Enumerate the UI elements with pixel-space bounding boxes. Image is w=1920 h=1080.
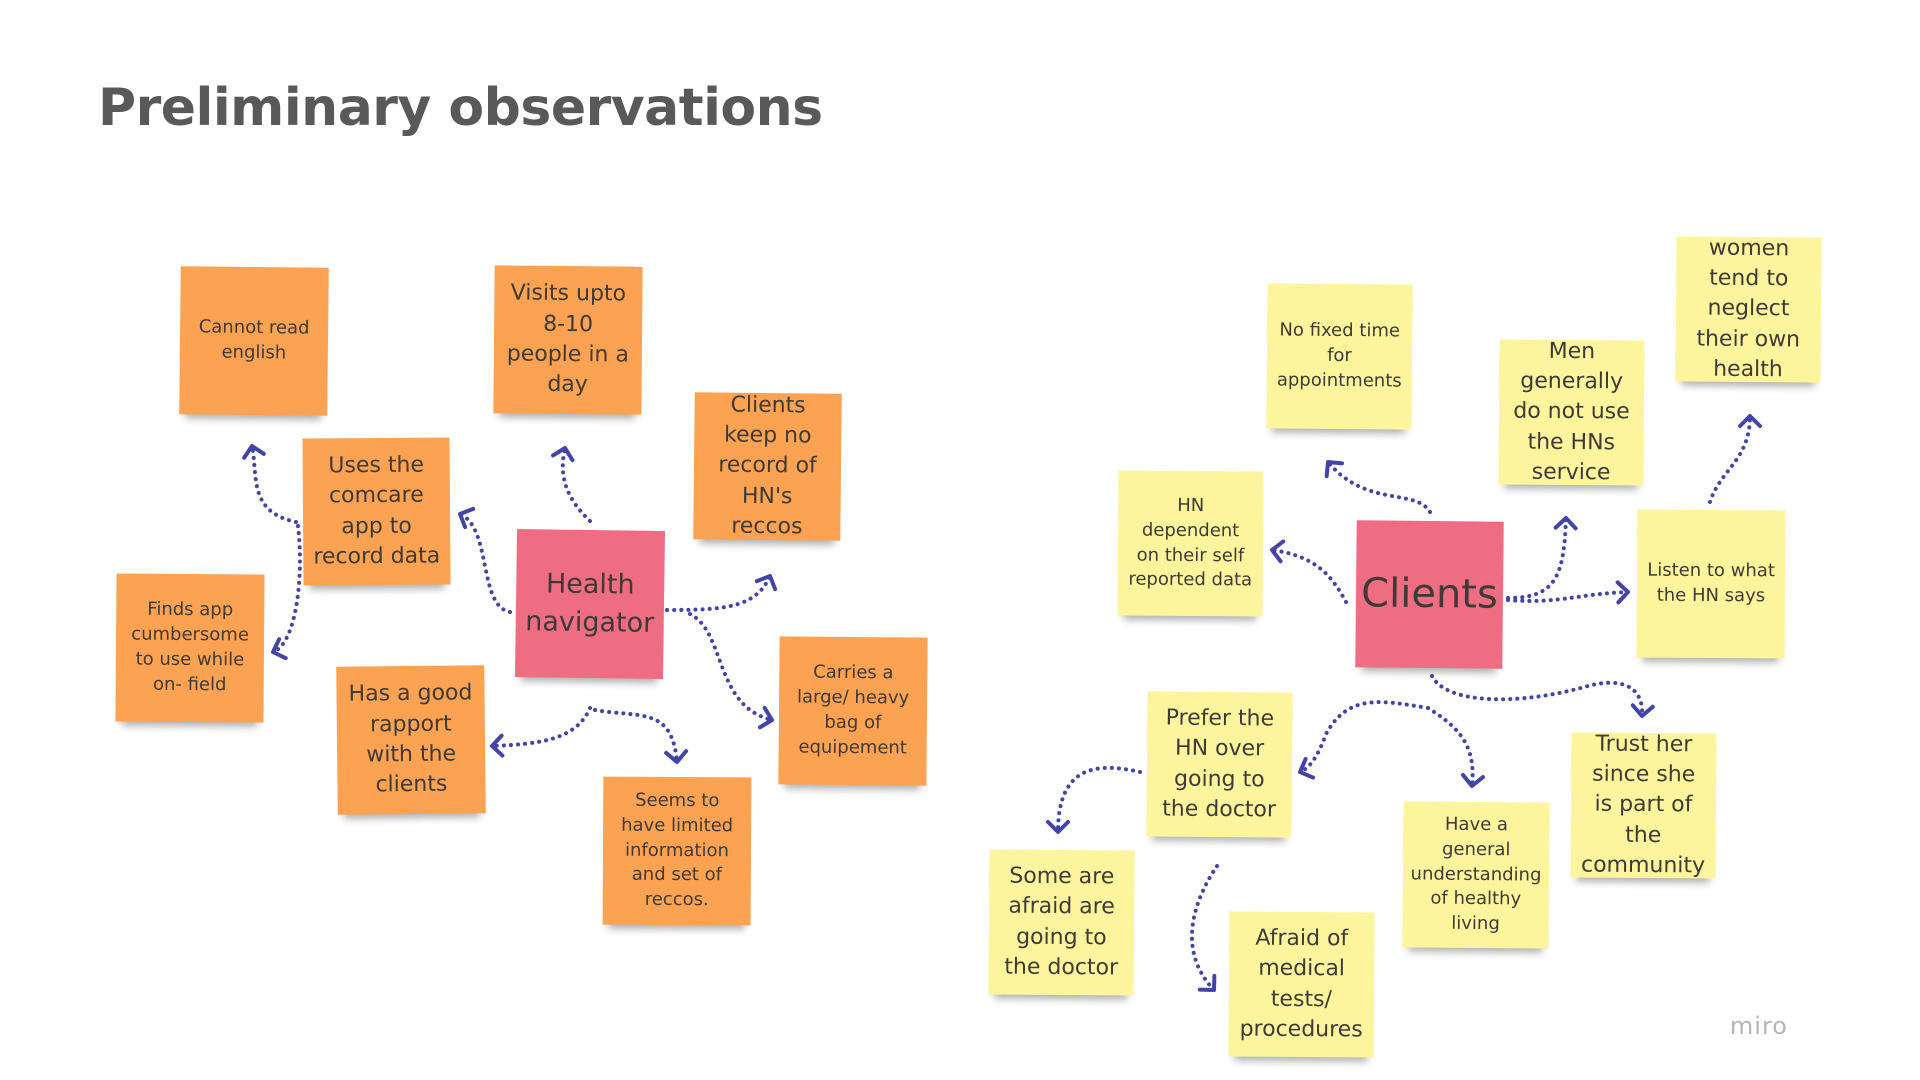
sticky-note-cumbersome[interactable]: Finds app cumbersome to use while on- fi…: [115, 573, 265, 723]
connector-clients-no-fixed: [1324, 460, 1432, 514]
sticky-note-men[interactable]: Men generally do not use the HNs service: [1498, 338, 1645, 486]
sticky-note-text: Prefer the HN over going to the doctor: [1162, 705, 1277, 823]
sticky-note-text: Afraid of medical tests/ procedures: [1239, 925, 1363, 1043]
connector-prefer-afraid-doctor: [1046, 765, 1142, 834]
sticky-note-text: Uses the comcare app to record data: [313, 452, 441, 570]
connector-clients-prefer: [1298, 700, 1430, 780]
sticky-note-text: women tend to neglect their own health: [1696, 235, 1801, 383]
connector-clients-general: [1426, 706, 1485, 788]
sticky-note-cannot-read[interactable]: Cannot read english: [179, 266, 329, 416]
sticky-note-self-reported[interactable]: HN dependent on their self reported data: [1117, 470, 1264, 617]
connector-comcare-cannot-read: [242, 444, 298, 524]
connector-clients-listen: [1506, 580, 1630, 605]
sticky-note-text: Clients keep no record of HN's reccos: [718, 392, 817, 540]
connector-hn-no-record: [665, 574, 778, 612]
sticky-note-text: Finds app cumbersome to use while on- fi…: [131, 599, 250, 696]
connector-hn-rapport: [490, 706, 592, 758]
sticky-note-text: Listen to what the HN says: [1647, 559, 1775, 607]
sticky-note-visits[interactable]: Visits upto 8-10 people in a day: [493, 265, 643, 415]
connector-listen-women: [1708, 414, 1762, 504]
sticky-note-no-record[interactable]: Clients keep no record of HN's reccos: [693, 392, 842, 541]
connector-hn-comcare: [458, 506, 512, 614]
sticky-note-text: Trust her since she is part of the commu…: [1580, 731, 1706, 879]
sticky-note-text: Men generally do not use the HNs service: [1513, 338, 1630, 486]
page-title: Preliminary observations: [98, 78, 823, 138]
connector-hn-visits: [550, 446, 592, 523]
connector-hn-bag: [688, 612, 774, 730]
sticky-note-bag[interactable]: Carries a large/ heavy bag of equipement: [778, 636, 928, 786]
sticky-note-text: Seems to have limited information and se…: [621, 789, 734, 911]
sticky-note-comcare[interactable]: Uses the comcare app to record data: [302, 437, 451, 586]
sticky-note-listen[interactable]: Listen to what the HN says: [1636, 509, 1786, 659]
sticky-note-text: Have a general understanding of healthy …: [1410, 813, 1542, 935]
connector-prefer-afraid-tests: [1190, 864, 1219, 992]
connector-comcare-cumbersome: [271, 524, 302, 661]
connector-clients-men: [1506, 516, 1578, 600]
sticky-note-text: Cannot read english: [198, 316, 310, 364]
hub-health-navigator[interactable]: Health navigator: [514, 528, 666, 680]
connector-clients-trust: [1430, 674, 1655, 718]
sticky-note-text: Carries a large/ heavy bag of equipement: [796, 661, 910, 759]
sticky-note-women[interactable]: women tend to neglect their own health: [1675, 235, 1822, 383]
sticky-note-no-fixed-time[interactable]: No fixed time for appointments: [1266, 283, 1413, 430]
sticky-note-general-understanding[interactable]: Have a general understanding of healthy …: [1402, 801, 1550, 949]
hub-label: Clients: [1360, 570, 1499, 618]
sticky-note-rapport[interactable]: Has a good rapport with the clients: [336, 665, 486, 815]
connector-hn-limited: [593, 708, 689, 764]
sticky-note-text: Visits upto 8-10 people in a day: [506, 280, 630, 398]
sticky-note-trust[interactable]: Trust her since she is part of the commu…: [1570, 731, 1717, 879]
sticky-note-afraid-doctor[interactable]: Some are afraid are going to the doctor: [988, 849, 1135, 996]
connector-clients-self-reported: [1270, 539, 1348, 604]
miro-logo: miro: [1729, 1012, 1788, 1040]
hub-label: Health navigator: [525, 568, 655, 639]
sticky-note-afraid-tests[interactable]: Afraid of medical tests/ procedures: [1228, 911, 1375, 1058]
hub-clients[interactable]: Clients: [1355, 520, 1504, 669]
sticky-note-limited-info[interactable]: Seems to have limited information and se…: [602, 776, 752, 926]
sticky-note-text: Some are afraid are going to the doctor: [1004, 863, 1119, 981]
sticky-note-text: No fixed time for appointments: [1276, 319, 1402, 392]
sticky-note-prefer-hn[interactable]: Prefer the HN over going to the doctor: [1146, 691, 1293, 838]
sticky-note-text: HN dependent on their self reported data: [1128, 494, 1253, 591]
sticky-note-text: Has a good rapport with the clients: [348, 680, 473, 798]
